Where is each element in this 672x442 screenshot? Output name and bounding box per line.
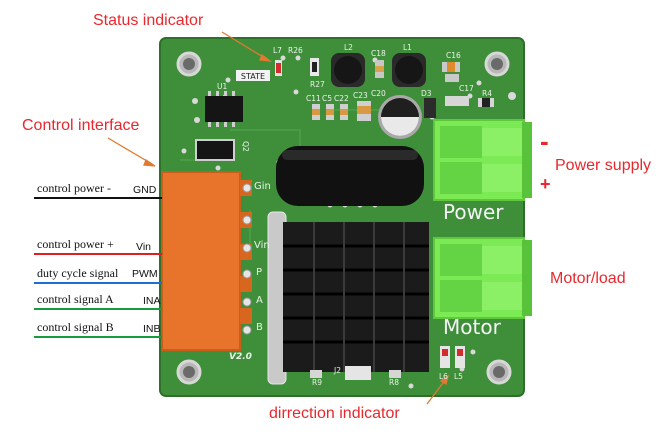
capacitor-c20 (378, 95, 422, 139)
ref-c22: C22 (334, 94, 349, 103)
status-indicator-callout: Status indicator (93, 12, 204, 29)
ref-c5: C5 (322, 94, 333, 103)
board-version: V2.0 (229, 352, 252, 362)
state-label-box (236, 70, 270, 81)
ref-r4: R4 (482, 89, 492, 98)
power-supply-callout: Power supply (555, 157, 652, 174)
direction-indicator-callout: dirrection indicator (269, 405, 400, 422)
pin-label-inb: INB (143, 323, 161, 335)
wire-label-pwm: duty cycle signal (37, 266, 119, 280)
ref-r26: R26 (288, 46, 303, 55)
ref-c18: C18 (371, 49, 386, 58)
polarity-minus: - (540, 126, 549, 156)
power-inductor (276, 146, 424, 206)
header-pin-vin: Vin (254, 240, 270, 251)
header-pin-gin: Gin (254, 181, 271, 192)
ref-q2: Q2 (240, 141, 250, 152)
pin-label-ina: INA (143, 295, 161, 307)
header-pins (242, 183, 252, 335)
mounting-holes (176, 51, 512, 385)
callout-arrows (107, 31, 450, 405)
header-pin-b: B (256, 322, 263, 333)
ref-l7: L7 (273, 46, 282, 55)
transistor-q2 (195, 139, 235, 161)
ref-r9: R9 (312, 378, 322, 387)
ref-c20: C20 (371, 89, 386, 98)
motor-load-callout: Motor/load (550, 270, 626, 287)
inductor-l2 (331, 53, 365, 87)
pin-label-pwm: PWM (132, 268, 158, 280)
inductor-l1 (392, 53, 426, 87)
control-wires (34, 197, 162, 338)
header-pin-a: A (256, 295, 263, 306)
motor-terminal (433, 237, 532, 319)
wire-label-inb: control signal B (37, 320, 114, 334)
pin-label-gnd: GND (133, 184, 157, 196)
header-pin-p: P (256, 267, 263, 278)
direction-arrow (426, 378, 447, 405)
resistor-r8 (389, 370, 401, 378)
heatsink (283, 222, 429, 372)
ref-r8: R8 (389, 378, 399, 387)
ref-c11: C11 (306, 94, 321, 103)
pin-label-vin: Vin (136, 241, 151, 253)
control-interface-callout: Control interface (22, 117, 140, 134)
capacitor-row (312, 101, 371, 121)
state-label: STATE (241, 72, 265, 81)
ref-c23: C23 (353, 91, 368, 100)
wire-label-ina: control signal A (37, 292, 114, 306)
ic-u1 (205, 91, 243, 127)
polarity-plus: + (540, 174, 551, 194)
wire-label-gnd: control power - (37, 181, 111, 195)
terminal-power-label: Power (443, 200, 504, 224)
wire-label-vin: control power + (37, 237, 114, 251)
ref-l6: L6 (439, 372, 448, 381)
ref-c16: C16 (446, 51, 461, 60)
ref-r27: R27 (310, 80, 325, 89)
ref-d3: D3 (421, 89, 432, 98)
ic-small (445, 96, 469, 106)
resistor-r9 (310, 370, 322, 378)
direction-leds (440, 346, 465, 368)
ref-l5: L5 (454, 372, 463, 381)
terminal-motor-label: Motor (443, 315, 501, 339)
connector-j2 (345, 366, 371, 380)
ref-l2: L2 (344, 43, 353, 52)
control-connector (161, 171, 252, 351)
control-interface-arrow (107, 137, 153, 165)
diode-d3 (424, 98, 436, 118)
ref-c17: C17 (459, 84, 474, 93)
power-terminal (433, 119, 532, 201)
ref-j2: J2 (334, 366, 341, 375)
status-arrow (221, 31, 269, 61)
capacitor-c17 (445, 74, 459, 82)
status-led (275, 60, 282, 76)
ref-l1: L1 (403, 43, 412, 52)
ref-u1: U1 (217, 82, 228, 91)
